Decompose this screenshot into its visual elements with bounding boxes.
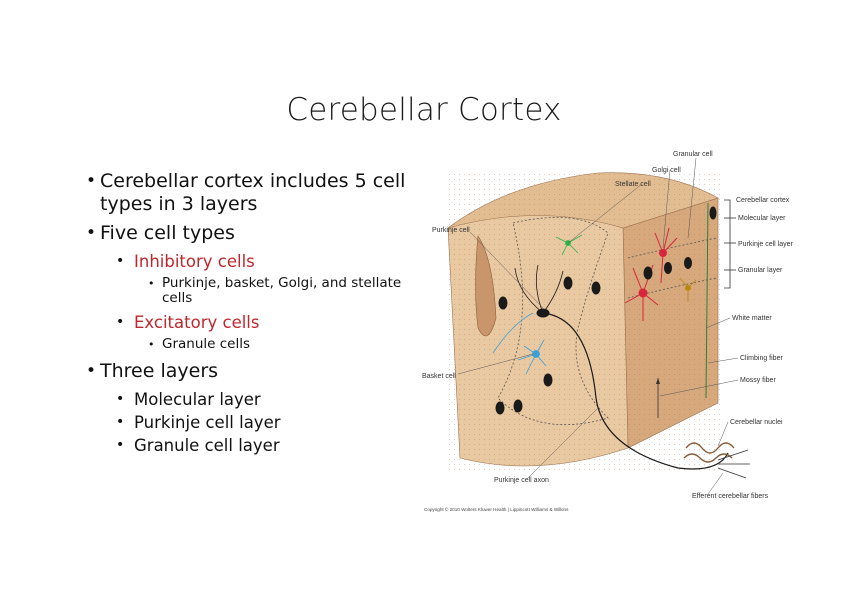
- layer-boundary-side: [627, 237, 717, 259]
- slide-title: Cerebellar Cortex: [286, 92, 562, 128]
- layer-boundary-side-2: [627, 277, 717, 299]
- label-stellate-cell: Stellate cell: [615, 181, 651, 188]
- efferent-fiber-arrows: [717, 449, 750, 479]
- label-purkinje-cell-layer: Purkinje cell layer: [738, 241, 794, 248]
- bullet-cell-types-layers: Cerebellar cortex includes 5 cell types …: [86, 170, 426, 216]
- label-granular-cell: Granular cell: [673, 151, 713, 158]
- bullet-list: Cerebellar cortex includes 5 cell types …: [86, 170, 426, 458]
- bullet-inhibitory-detail: Purkinje, basket, Golgi, and stellate ce…: [148, 276, 426, 306]
- bullet-excitatory-detail: Granule cells: [148, 337, 426, 353]
- label-golgi-cell: Golgi cell: [652, 167, 681, 174]
- label-efferent-fibers: Efferent cerebellar fibers: [692, 493, 769, 500]
- label-granular-layer: Granular layer: [738, 267, 783, 274]
- purkinje-cells: [495, 206, 717, 415]
- label-climbing-fiber: Climbing fiber: [740, 355, 783, 362]
- copyright-note: Copyright © 2010 Wolters Kluwer Health |…: [424, 506, 569, 512]
- purkinje-axon: [542, 312, 729, 470]
- label-purkinje-cell-axon: Purkinje cell axon: [494, 477, 549, 484]
- label-purkinje-cell: Purkinje cell: [432, 227, 470, 234]
- label-basket-cell: Basket cell: [422, 373, 456, 380]
- bullet-purkinje-layer: Purkinje cell layer: [116, 412, 426, 433]
- bullet-three-layers: Three layers: [86, 360, 426, 383]
- label-mossy-fiber: Mossy fiber: [740, 377, 776, 384]
- folium-sulcus: [475, 235, 497, 337]
- leader-lines: [457, 157, 739, 495]
- layer-brackets: [724, 199, 736, 289]
- cerebellar-cortex-diagram: Granular cell Golgi cell Stellate cell C…: [422, 151, 794, 512]
- bullet-excitatory-cells: Excitatory cells: [116, 312, 426, 333]
- climbing-fiber: [705, 202, 709, 399]
- granule-cells: [679, 277, 697, 302]
- basket-cell: [492, 312, 547, 375]
- mossy-fiber-arrowhead: [656, 378, 660, 384]
- cerebellar-nuclei: [683, 442, 735, 463]
- label-cerebellar-nuclei: Cerebellar nuclei: [730, 419, 783, 426]
- label-cerebellar-cortex: Cerebellar cortex: [736, 197, 790, 204]
- bullet-five-cell-types: Five cell types: [86, 222, 426, 245]
- bullet-inhibitory-cells: Inhibitory cells: [116, 251, 426, 272]
- bullet-molecular-layer: Molecular layer: [116, 389, 426, 410]
- label-white-matter: White matter: [732, 315, 772, 322]
- label-molecular-layer: Molecular layer: [738, 215, 786, 222]
- bullet-granule-layer: Granule cell layer: [116, 435, 426, 456]
